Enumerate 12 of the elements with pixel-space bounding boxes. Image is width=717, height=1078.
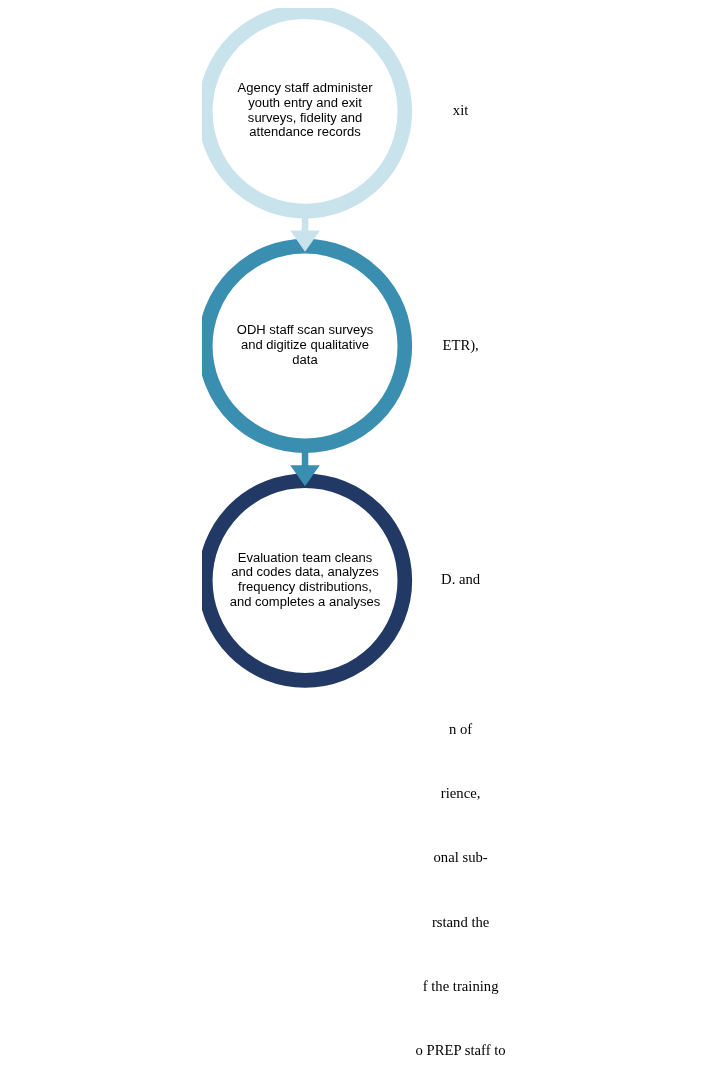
label: rstand the (431, 913, 489, 930)
label: rience, (440, 784, 480, 801)
label: o PREP staff to (415, 1042, 506, 1059)
node-circle: Evaluation team cleans and codes data, analyzes frequency distributions, and completes a analyses (201, 473, 412, 688)
label: f the training (422, 977, 498, 994)
label: onal sub- (433, 849, 488, 866)
label: xit (452, 101, 468, 118)
label: D. and (440, 571, 480, 588)
node-circle: Agency staff administer youth entry and exit surveys, fidelity and attendance records (201, 8, 412, 219)
label: ETR), (441, 336, 479, 353)
node-circle: ODH staff scan surveys and digitize qualitative data (201, 238, 412, 454)
label: n of (448, 720, 472, 737)
